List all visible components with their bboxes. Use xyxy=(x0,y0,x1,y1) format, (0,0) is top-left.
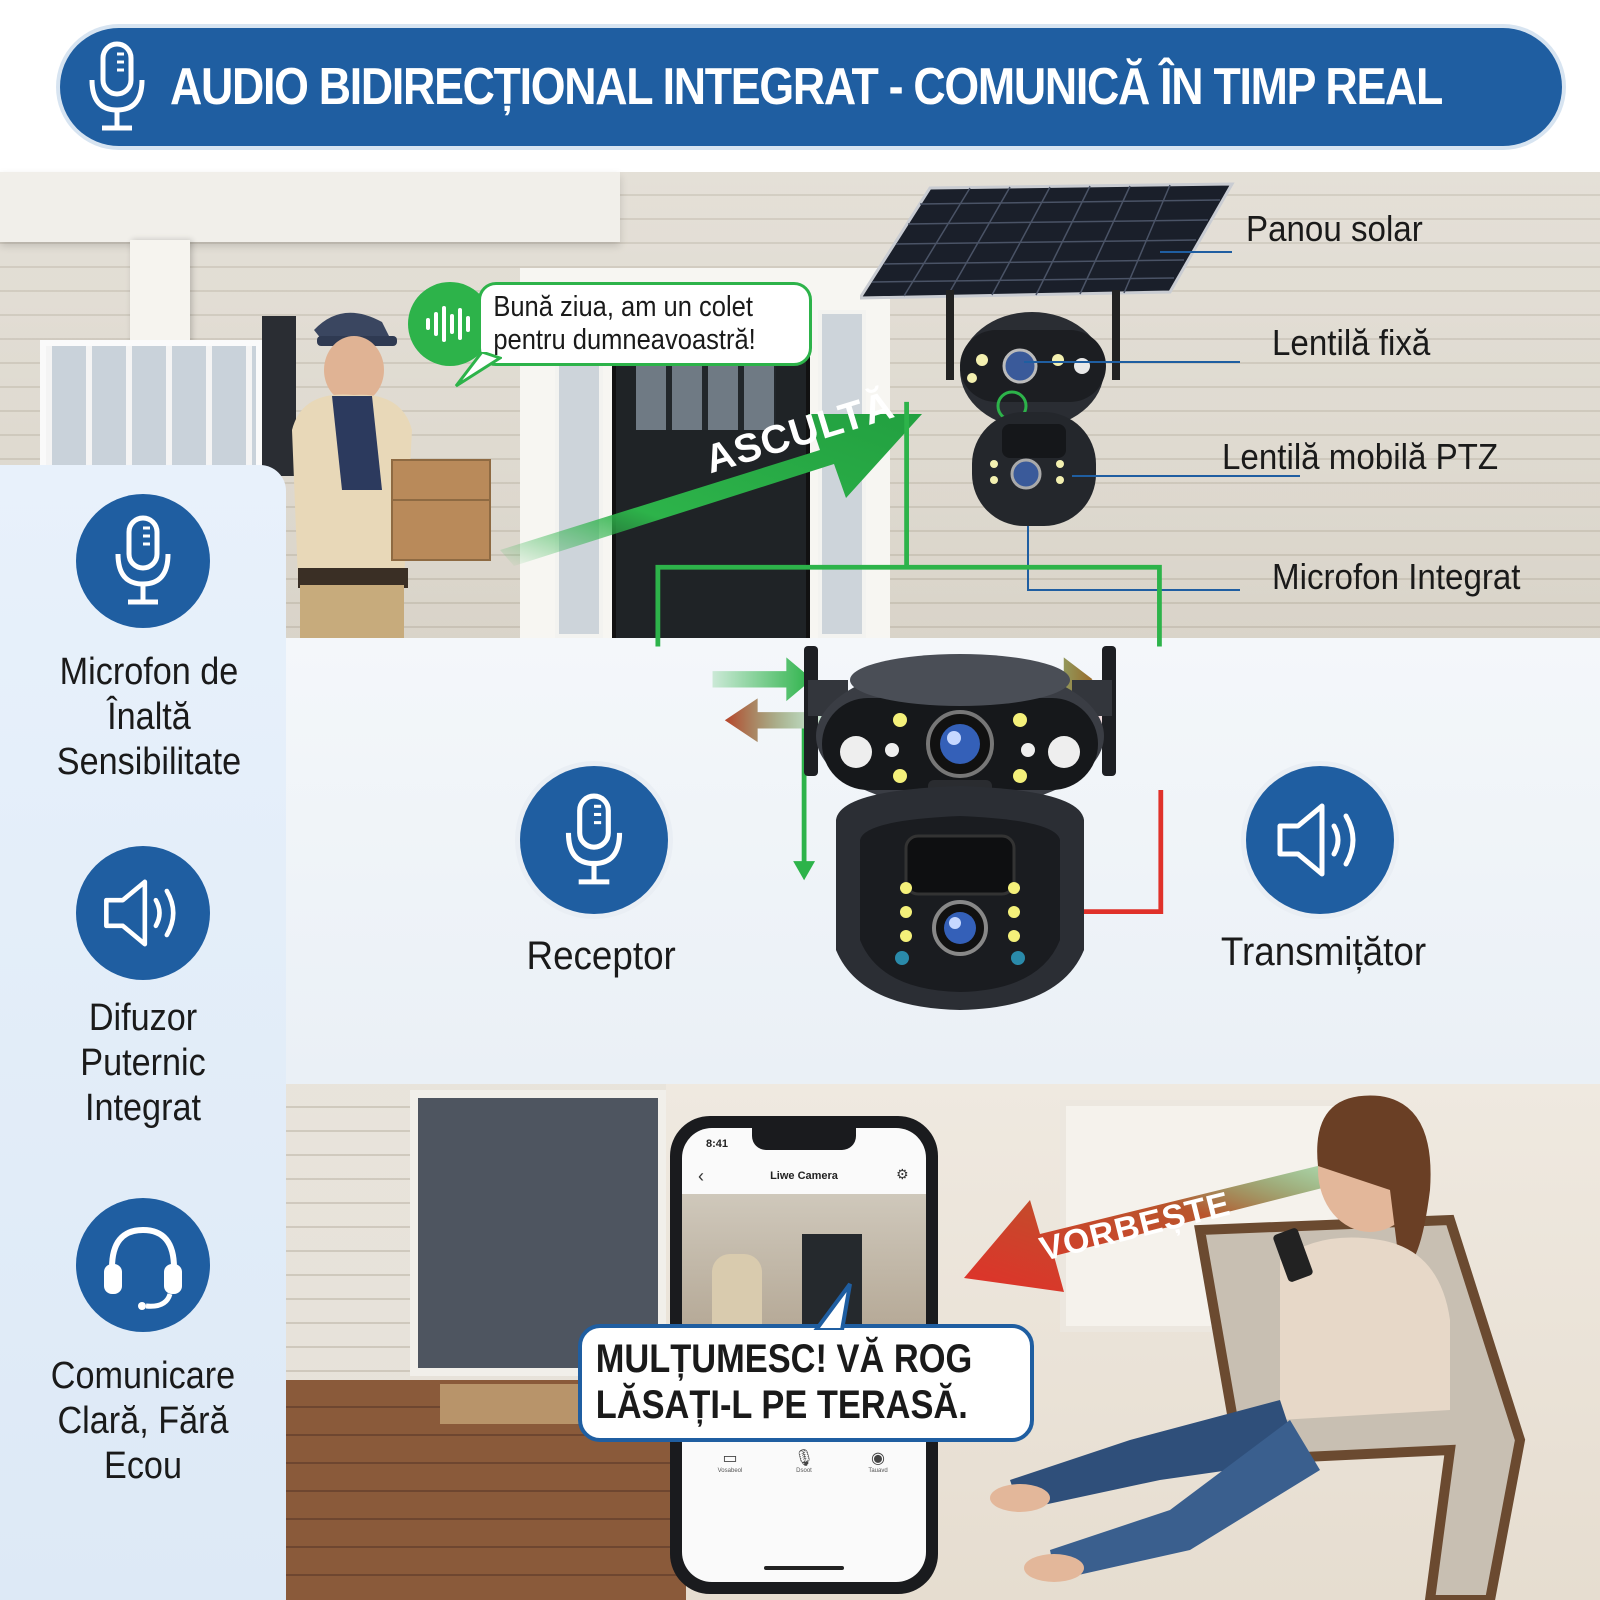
screen-title: Liwe Camera xyxy=(770,1170,838,1182)
snapshot-button[interactable]: ◉ Tauavd xyxy=(854,1448,902,1474)
solar-camera xyxy=(860,182,1235,526)
transmitter-node xyxy=(1246,766,1394,914)
status-time: 8:41 xyxy=(706,1138,729,1150)
doormat xyxy=(440,1384,580,1424)
record-video-button[interactable]: ▭ Vosabeol xyxy=(706,1448,754,1474)
speaker-icon xyxy=(104,879,176,947)
header-banner xyxy=(60,28,1562,146)
callout-ptz-lens: Lentilă mobilă PTZ xyxy=(1222,436,1499,477)
talk-label: Dsoot xyxy=(796,1468,812,1474)
sound-wave-icon xyxy=(426,306,470,342)
video-icon: ▭ xyxy=(722,1450,738,1467)
feature-headset-badge xyxy=(76,1198,210,1332)
callout-lines xyxy=(1024,251,1300,591)
page-title: AUDIO BIDIRECȚIONAL INTEGRAT - COMUNICĂ … xyxy=(170,58,1443,116)
control-bar: ▭ Vosabeol 🎙 Dsoot ◉ Tauavd xyxy=(682,1448,926,1518)
speak-arrow xyxy=(964,1160,1354,1292)
delivery-speech-bubble: Bună ziua, am un colet pentru dumneavoas… xyxy=(478,282,812,366)
feature-microphone-label: Microfon de Înaltă Sensibilitate xyxy=(56,651,242,783)
reply-bubble-tail xyxy=(813,1282,852,1330)
listen-arrow xyxy=(500,414,922,566)
bubble-tail xyxy=(454,352,502,388)
features-panel xyxy=(0,465,286,1600)
feature-speaker-badge xyxy=(76,846,210,980)
settings-icon[interactable]: ⚙ xyxy=(896,1166,909,1182)
microphone-icon xyxy=(565,793,623,885)
receiver-node xyxy=(520,766,668,914)
talk-button[interactable]: 🎙 Dsoot xyxy=(780,1448,828,1474)
feature-headset-label: Comunicare Clară, Fără Ecou xyxy=(50,1355,236,1487)
porch-roof xyxy=(0,172,620,242)
transmitter-label: Transmițător xyxy=(1220,930,1427,974)
window xyxy=(40,340,262,477)
camera-icon: ◉ xyxy=(871,1450,885,1467)
callout-solar-panel: Panou solar xyxy=(1246,208,1423,249)
reply-speech-bubble: MULȚUMESC! VĂ ROG LĂSAȚI-L PE TERASĂ. xyxy=(578,1324,1034,1442)
callout-fixed-lens: Lentilă fixă xyxy=(1272,322,1431,363)
reply-text: MULȚUMESC! VĂ ROG LĂSAȚI-L PE TERASĂ. xyxy=(595,1337,973,1427)
feature-speaker-label: Difuzor Puternic Integrat xyxy=(80,997,206,1129)
speaker-icon xyxy=(1277,803,1356,877)
home-indicator xyxy=(764,1566,844,1570)
phone-notch xyxy=(752,1128,856,1150)
woman-in-chair xyxy=(990,1095,1526,1600)
record-video-label: Vosabeol xyxy=(717,1468,743,1474)
callout-microphone: Microfon Integrat xyxy=(1272,556,1521,597)
microphone-icon xyxy=(115,515,171,605)
center-camera xyxy=(804,646,1116,1010)
speech-text: Bună ziua, am un colet pentru dumneavoas… xyxy=(493,291,756,356)
microphone-icon: 🎙 xyxy=(793,1450,815,1467)
window-shutter xyxy=(262,316,296,476)
feature-microphone-badge xyxy=(76,494,210,628)
headset-icon xyxy=(104,1226,182,1310)
microphone-icon xyxy=(89,41,145,131)
receiver-label: Receptor xyxy=(526,934,676,978)
back-icon[interactable]: ‹ xyxy=(698,1166,704,1186)
snapshot-label: Tauavd xyxy=(868,1468,888,1474)
delivery-person xyxy=(292,312,491,638)
